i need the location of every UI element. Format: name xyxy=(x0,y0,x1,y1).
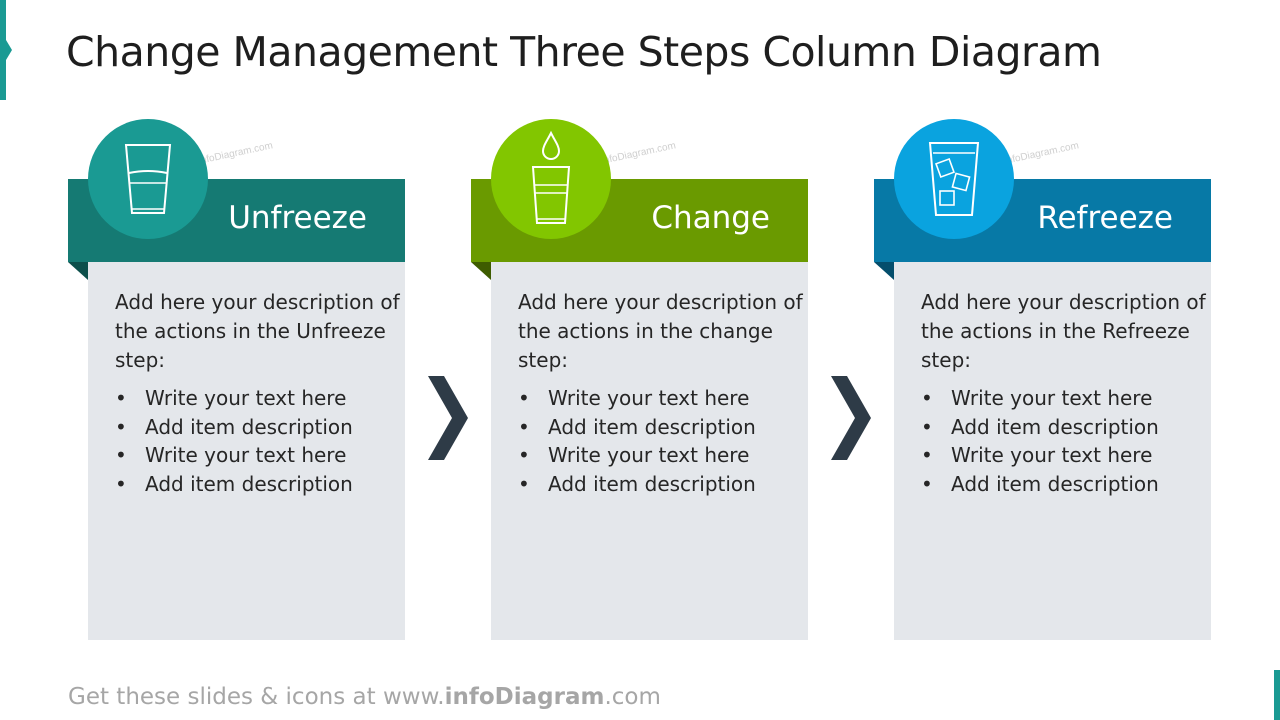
column-change: infoDiagram.com Change Add here your des… xyxy=(471,0,816,640)
column-description: Add here your description of the actions… xyxy=(518,290,803,372)
column-title: Change xyxy=(651,200,770,236)
footer-suffix: .com xyxy=(604,684,661,710)
chevron-right-icon xyxy=(831,376,871,460)
list-item: Add item description xyxy=(921,470,1159,499)
bullet-list: Write your text here Add item descriptio… xyxy=(921,384,1159,498)
corner-accent-bar xyxy=(1274,670,1280,720)
column-unfreeze: infoDiagram.com Unfreeze Add here your d… xyxy=(68,0,413,640)
column-title: Unfreeze xyxy=(228,200,367,236)
list-item: Write your text here xyxy=(921,441,1159,470)
watermark: infoDiagram.com xyxy=(1003,140,1080,167)
column-description: Add here your description of the actions… xyxy=(921,290,1206,372)
column-title: Refreeze xyxy=(1037,200,1173,236)
side-accent-bar xyxy=(0,0,12,100)
list-item: Add item description xyxy=(921,413,1159,442)
list-item: Write your text here xyxy=(921,384,1159,413)
list-item: Write your text here xyxy=(115,441,353,470)
list-item: Write your text here xyxy=(518,384,756,413)
list-item: Write your text here xyxy=(518,441,756,470)
header-fold xyxy=(874,262,894,280)
list-item: Add item description xyxy=(115,470,353,499)
footer-brand: infoDiagram xyxy=(444,684,605,710)
ice-glass-icon xyxy=(894,119,1014,239)
water-drop-glass-icon xyxy=(491,119,611,239)
bullet-list: Write your text here Add item descriptio… xyxy=(115,384,353,498)
footer-text: Get these slides & icons at www.infoDiag… xyxy=(68,684,661,710)
header-fold xyxy=(68,262,88,280)
list-item: Add item description xyxy=(518,413,756,442)
column-description: Add here your description of the actions… xyxy=(115,290,400,372)
footer-prefix: Get these slides & icons at www. xyxy=(68,684,445,710)
list-item: Add item description xyxy=(115,413,353,442)
water-glass-icon xyxy=(88,119,208,239)
watermark: infoDiagram.com xyxy=(600,140,677,167)
bullet-list: Write your text here Add item descriptio… xyxy=(518,384,756,498)
watermark: infoDiagram.com xyxy=(197,140,274,167)
column-refreeze: infoDiagram.com Refreeze Add here your d… xyxy=(874,0,1219,640)
list-item: Write your text here xyxy=(115,384,353,413)
list-item: Add item description xyxy=(518,470,756,499)
page-title: Change Management Three Steps Column Dia… xyxy=(66,28,1102,76)
header-fold xyxy=(471,262,491,280)
chevron-right-icon xyxy=(428,376,468,460)
